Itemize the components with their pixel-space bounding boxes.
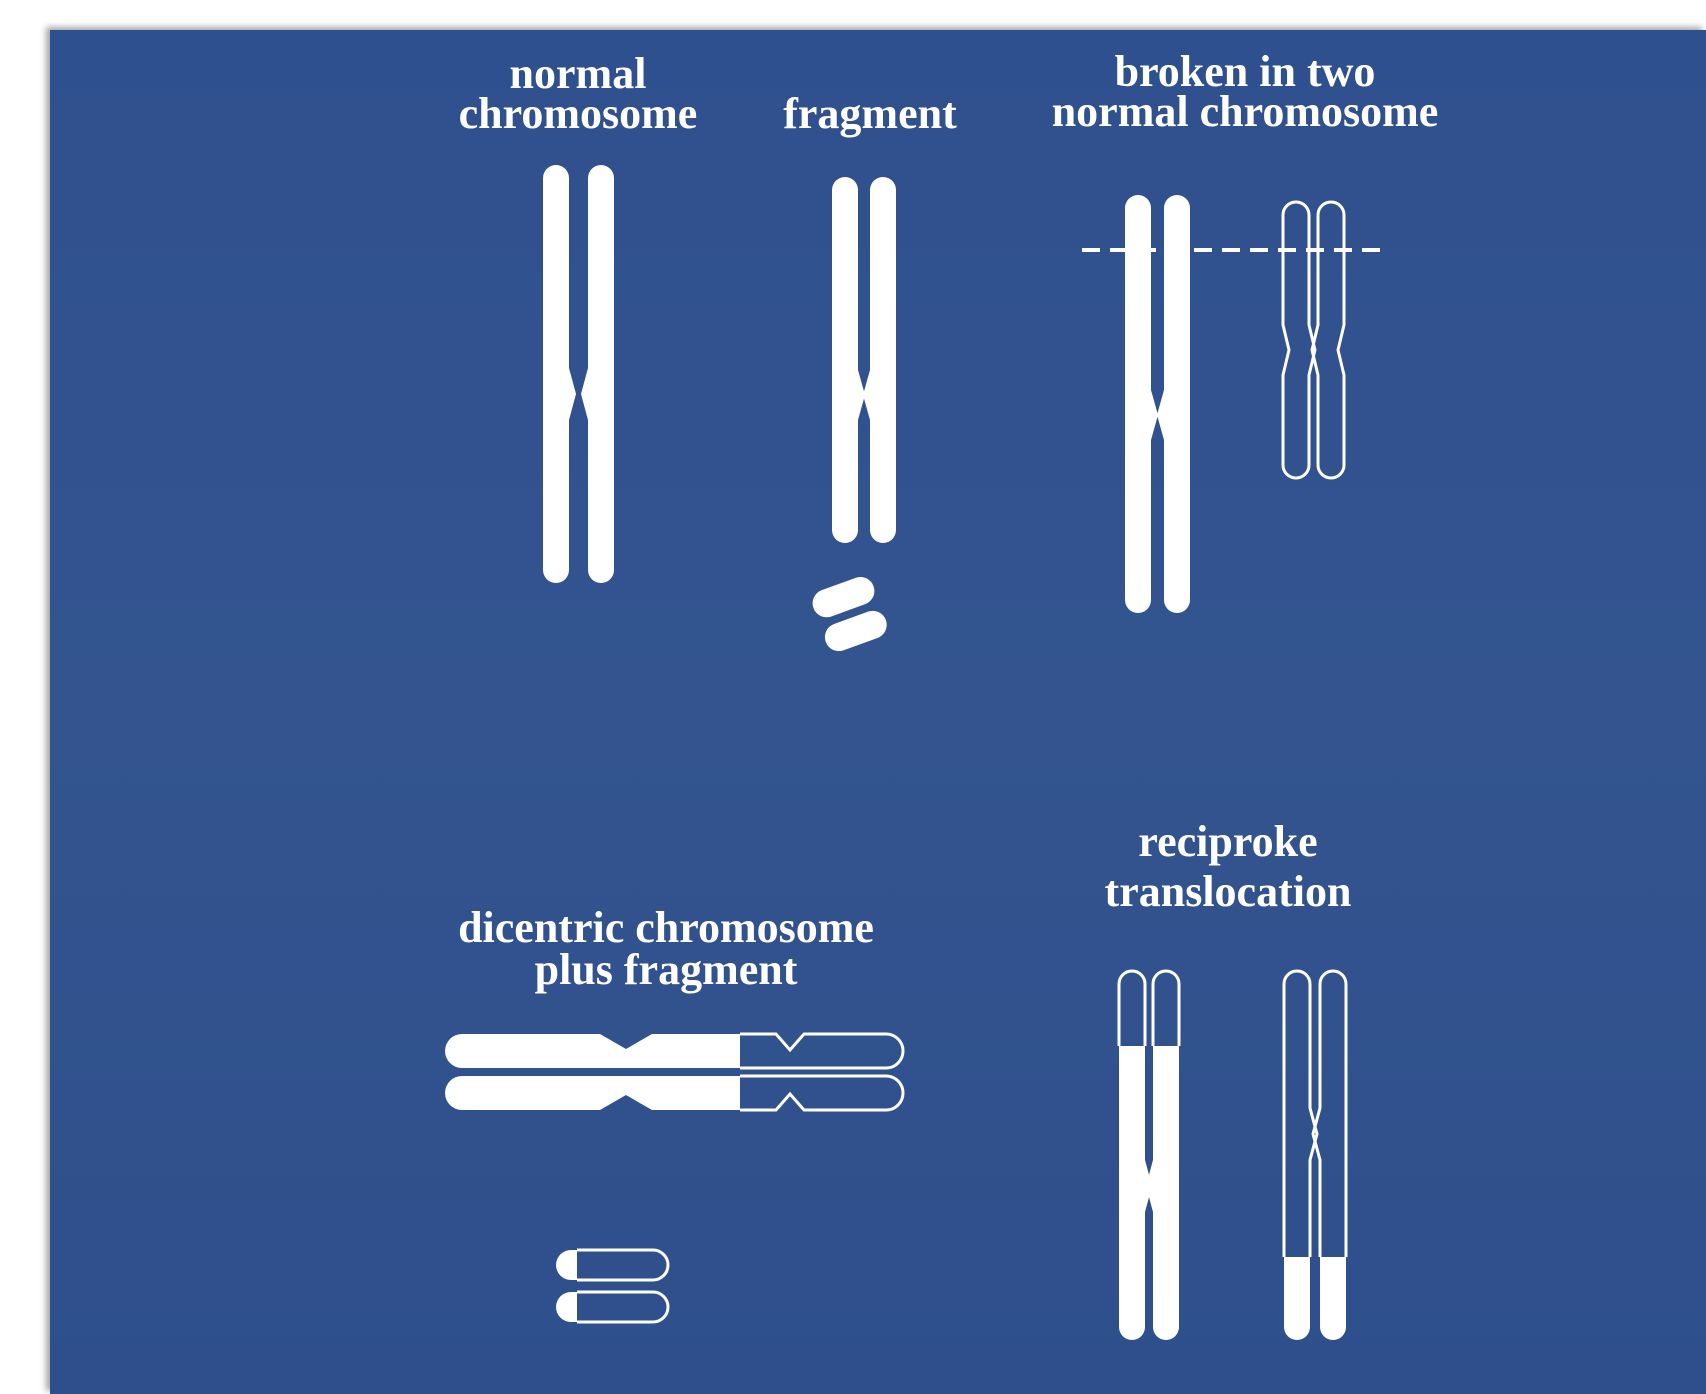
label-broken-line2: normal chromosome <box>1052 87 1439 136</box>
broken-chromosome-outline <box>1283 202 1344 478</box>
label-dicentric-line2: plus fragment <box>535 945 798 994</box>
normal-chromosome <box>543 165 614 583</box>
label-fragment: fragment <box>783 89 957 138</box>
label-normal-line2: chromosome <box>459 89 698 138</box>
label-reciproke-line1: reciproke <box>1138 817 1317 866</box>
label-reciproke-line2: translocation <box>1105 867 1352 916</box>
translocation-chromosome-right <box>1284 971 1346 1340</box>
translocation-chromosome-left <box>1119 971 1179 1340</box>
dicentric-fragment <box>556 1250 668 1322</box>
fragment-piece <box>809 573 891 655</box>
broken-chromosome-solid <box>1125 195 1190 613</box>
dicentric-chromosome <box>445 1034 903 1110</box>
fragment-chromosome <box>832 177 896 543</box>
